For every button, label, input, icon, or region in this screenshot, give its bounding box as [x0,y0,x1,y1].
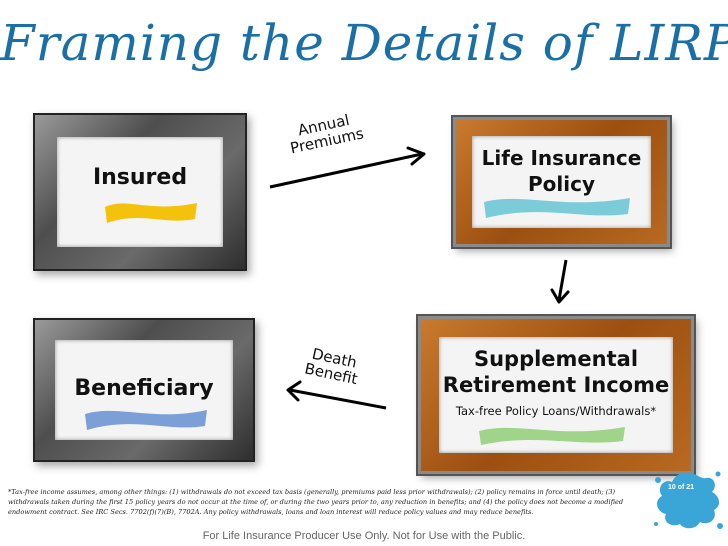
insured-frame: Insured [33,113,247,271]
retirement-ribbon [479,427,625,445]
insured-ribbon [105,203,197,223]
policy-frame: Life Insurance Policy [451,115,672,249]
death-benefit-arrow [286,380,387,410]
retirement-sublabel: Tax-free Policy Loans/Withdrawals* [455,404,657,418]
splash-icon [654,471,723,529]
retirement-frame: Supplemental Retirement Income Tax-free … [416,314,696,476]
policy-ribbon [484,198,630,218]
page-badge: 10 of 21 [650,468,724,534]
page-indicator: 10 of 21 [668,484,695,491]
policy-label-line2: Policy [527,172,595,196]
policy-label-line1: Life Insurance [481,146,642,170]
footer-disclaimer: For Life Insurance Producer Use Only. No… [202,530,526,542]
retirement-label-line1: Supplemental [473,347,639,371]
beneficiary-frame: Beneficiary [33,318,255,462]
down-arrow [550,259,570,304]
slide-title: Framing the Details of LIRP [0,14,728,72]
beneficiary-ribbon [85,410,207,430]
beneficiary-label: Beneficiary [74,376,214,401]
insured-label: Insured [92,165,188,190]
premiums-arrow [269,146,426,189]
retirement-label-line2: Retirement Income [442,373,670,397]
footnote: *Tax-free income assumes, among other th… [8,488,624,516]
